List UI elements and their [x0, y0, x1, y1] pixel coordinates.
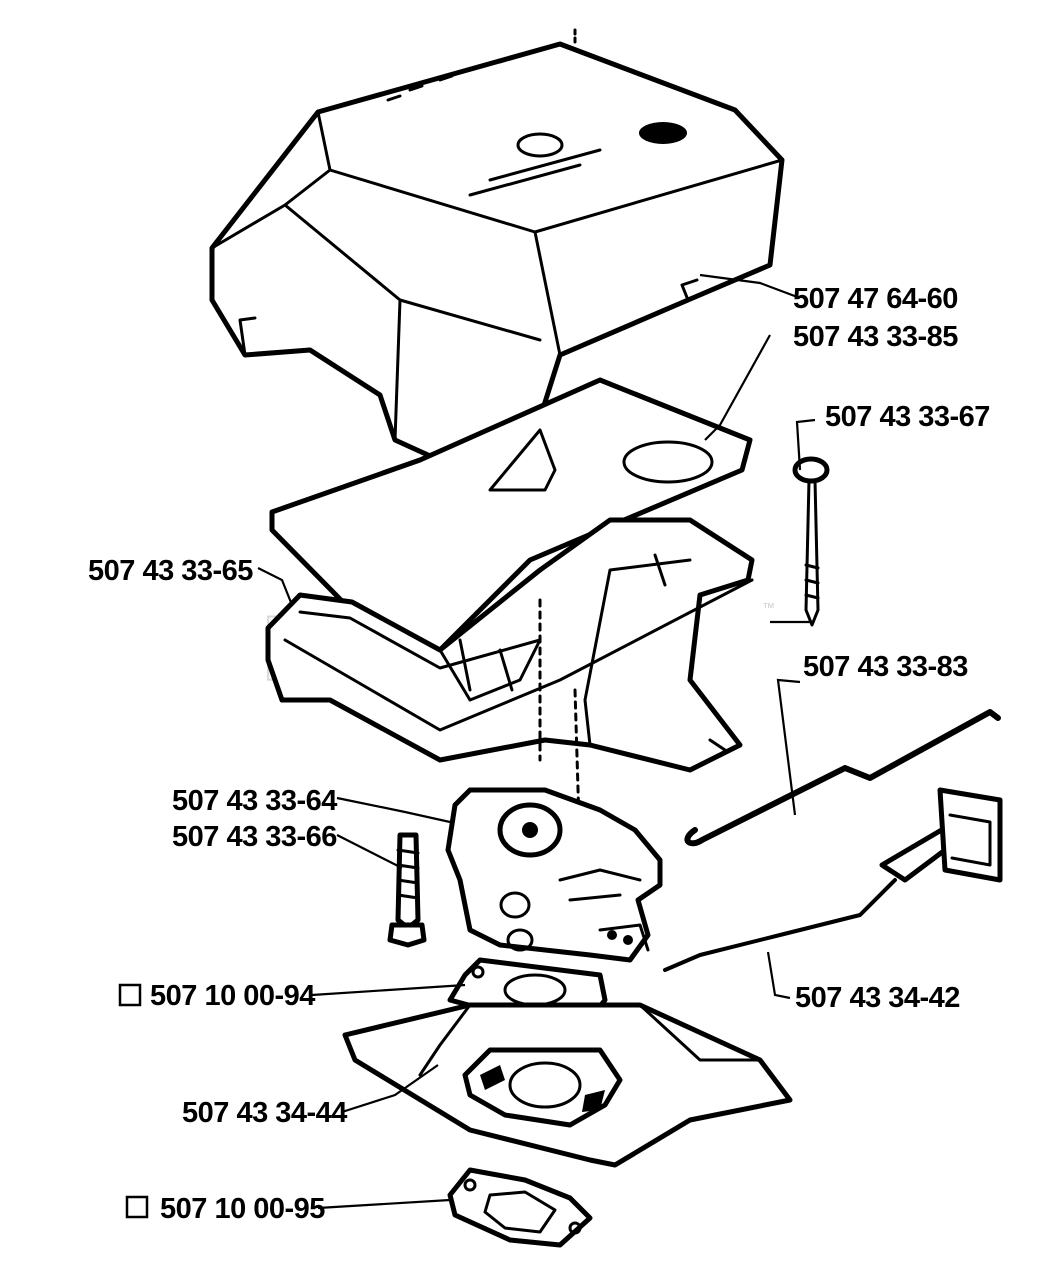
air-filter-cover[interactable] — [209, 28, 785, 468]
part-number-label: 507 47 64-60 — [793, 283, 958, 315]
watermark-trademark: ™ — [762, 600, 775, 615]
part-number-label: 507 10 00-95 — [160, 1193, 325, 1225]
part-number-label: 507 43 33-64 — [172, 785, 337, 817]
base-plate[interactable] — [342, 1002, 793, 1168]
part-labels: 507 47 64-60 507 43 33-85 507 43 33-67 5… — [88, 283, 990, 1225]
filter-housing[interactable] — [265, 517, 755, 857]
part-number-label: 507 43 33-67 — [825, 401, 990, 433]
part-number-label: 507 43 33-66 — [172, 821, 337, 853]
throttle-wire[interactable] — [663, 787, 1003, 972]
part-number-label: 507 43 33-85 — [793, 321, 958, 353]
carburetor[interactable] — [445, 787, 663, 963]
choke-rod[interactable] — [684, 709, 1001, 847]
part-number-label: 507 43 33-65 — [88, 555, 253, 587]
leader-lines — [257, 273, 816, 1210]
part-number-label: 507 43 34-44 — [182, 1097, 347, 1129]
long-screw[interactable] — [792, 456, 830, 627]
bolt[interactable] — [387, 832, 427, 948]
part-number-label: 507 43 34-42 — [795, 982, 960, 1014]
part-number-label: 507 43 33-83 — [803, 651, 968, 683]
part-number-label: 507 10 00-94 — [150, 980, 315, 1012]
checkbox-square-icon — [118, 983, 142, 1007]
lower-gasket[interactable] — [447, 1167, 593, 1248]
checkbox-square-icon — [125, 1195, 149, 1219]
air-filter-element[interactable] — [269, 377, 753, 663]
